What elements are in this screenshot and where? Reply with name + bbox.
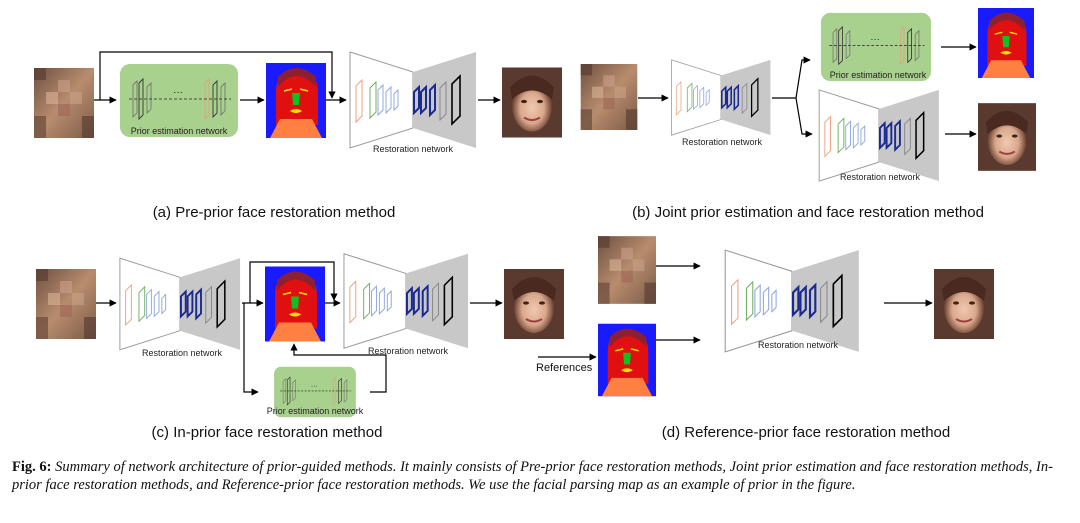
panel-a-restoration-label: Restoration network [373, 144, 454, 154]
panel-b-parsing-map [978, 8, 1034, 78]
panel-b-restoration-network-top [670, 58, 772, 137]
panel-a-arrows [94, 51, 501, 104]
panel-b-output-image [978, 102, 1036, 172]
panel-c-arrows [96, 261, 503, 396]
panel-a-output-image [502, 66, 562, 139]
panel-b-input-image [580, 64, 638, 130]
panel-d-input-image [598, 236, 656, 304]
panel-d-output-image [934, 267, 994, 341]
panel-c-output-image [504, 267, 564, 341]
panel-c-input-image [36, 269, 96, 339]
panel-c-parsing-map [265, 266, 325, 342]
panel-a-parsing-map [266, 63, 326, 138]
panel-b-caption: (b) Joint prior estimation and face rest… [632, 204, 984, 221]
figure-caption-label: Fig. 6: [12, 459, 52, 475]
panel-c-restoration-label-right: Restoration network [368, 346, 449, 356]
panel-b: Restoration network Prior estimation net… [580, 8, 1036, 221]
panel-b-prior-label: Prior estimation network [830, 70, 927, 80]
panel-a: Prior estimation network Restoration net… [34, 50, 562, 221]
panel-a-prior-label: Prior estimation network [131, 126, 228, 136]
figure-caption-text: Summary of network architecture of prior… [12, 459, 1053, 493]
panel-b-restoration-label-bottom: Restoration network [840, 172, 921, 182]
panel-d-references-label: References [536, 362, 593, 374]
panel-c-restoration-label-left: Restoration network [142, 348, 223, 358]
panel-a-caption: (a) Pre-prior face restoration method [153, 204, 396, 221]
panel-c-restoration-network-left [118, 257, 242, 351]
panel-d-caption: (d) Reference-prior face restoration met… [662, 424, 950, 441]
panel-b-restoration-label-top: Restoration network [682, 137, 763, 147]
panel-a-input-image [34, 68, 94, 138]
panel-c-restoration-network-right [342, 252, 470, 350]
panel-c-caption: (c) In-prior face restoration method [152, 424, 383, 441]
figure-caption: Fig. 6: Summary of network architecture … [12, 458, 1068, 494]
panel-c-prior-label: Prior estimation network [267, 406, 364, 416]
panel-d-restoration-label: Restoration network [758, 340, 839, 350]
panel-b-arrows [638, 43, 977, 138]
panel-a-restoration-network [348, 50, 478, 150]
panel-b-restoration-network-bottom [818, 88, 940, 183]
panel-d-reference-parsing-map [598, 322, 656, 398]
panel-d-restoration-network [723, 248, 861, 354]
panel-d-arrows [538, 262, 933, 361]
panel-c: Restoration network Restoration network … [36, 252, 564, 441]
panel-d: References Restoration network (d) Refer… [536, 236, 994, 441]
